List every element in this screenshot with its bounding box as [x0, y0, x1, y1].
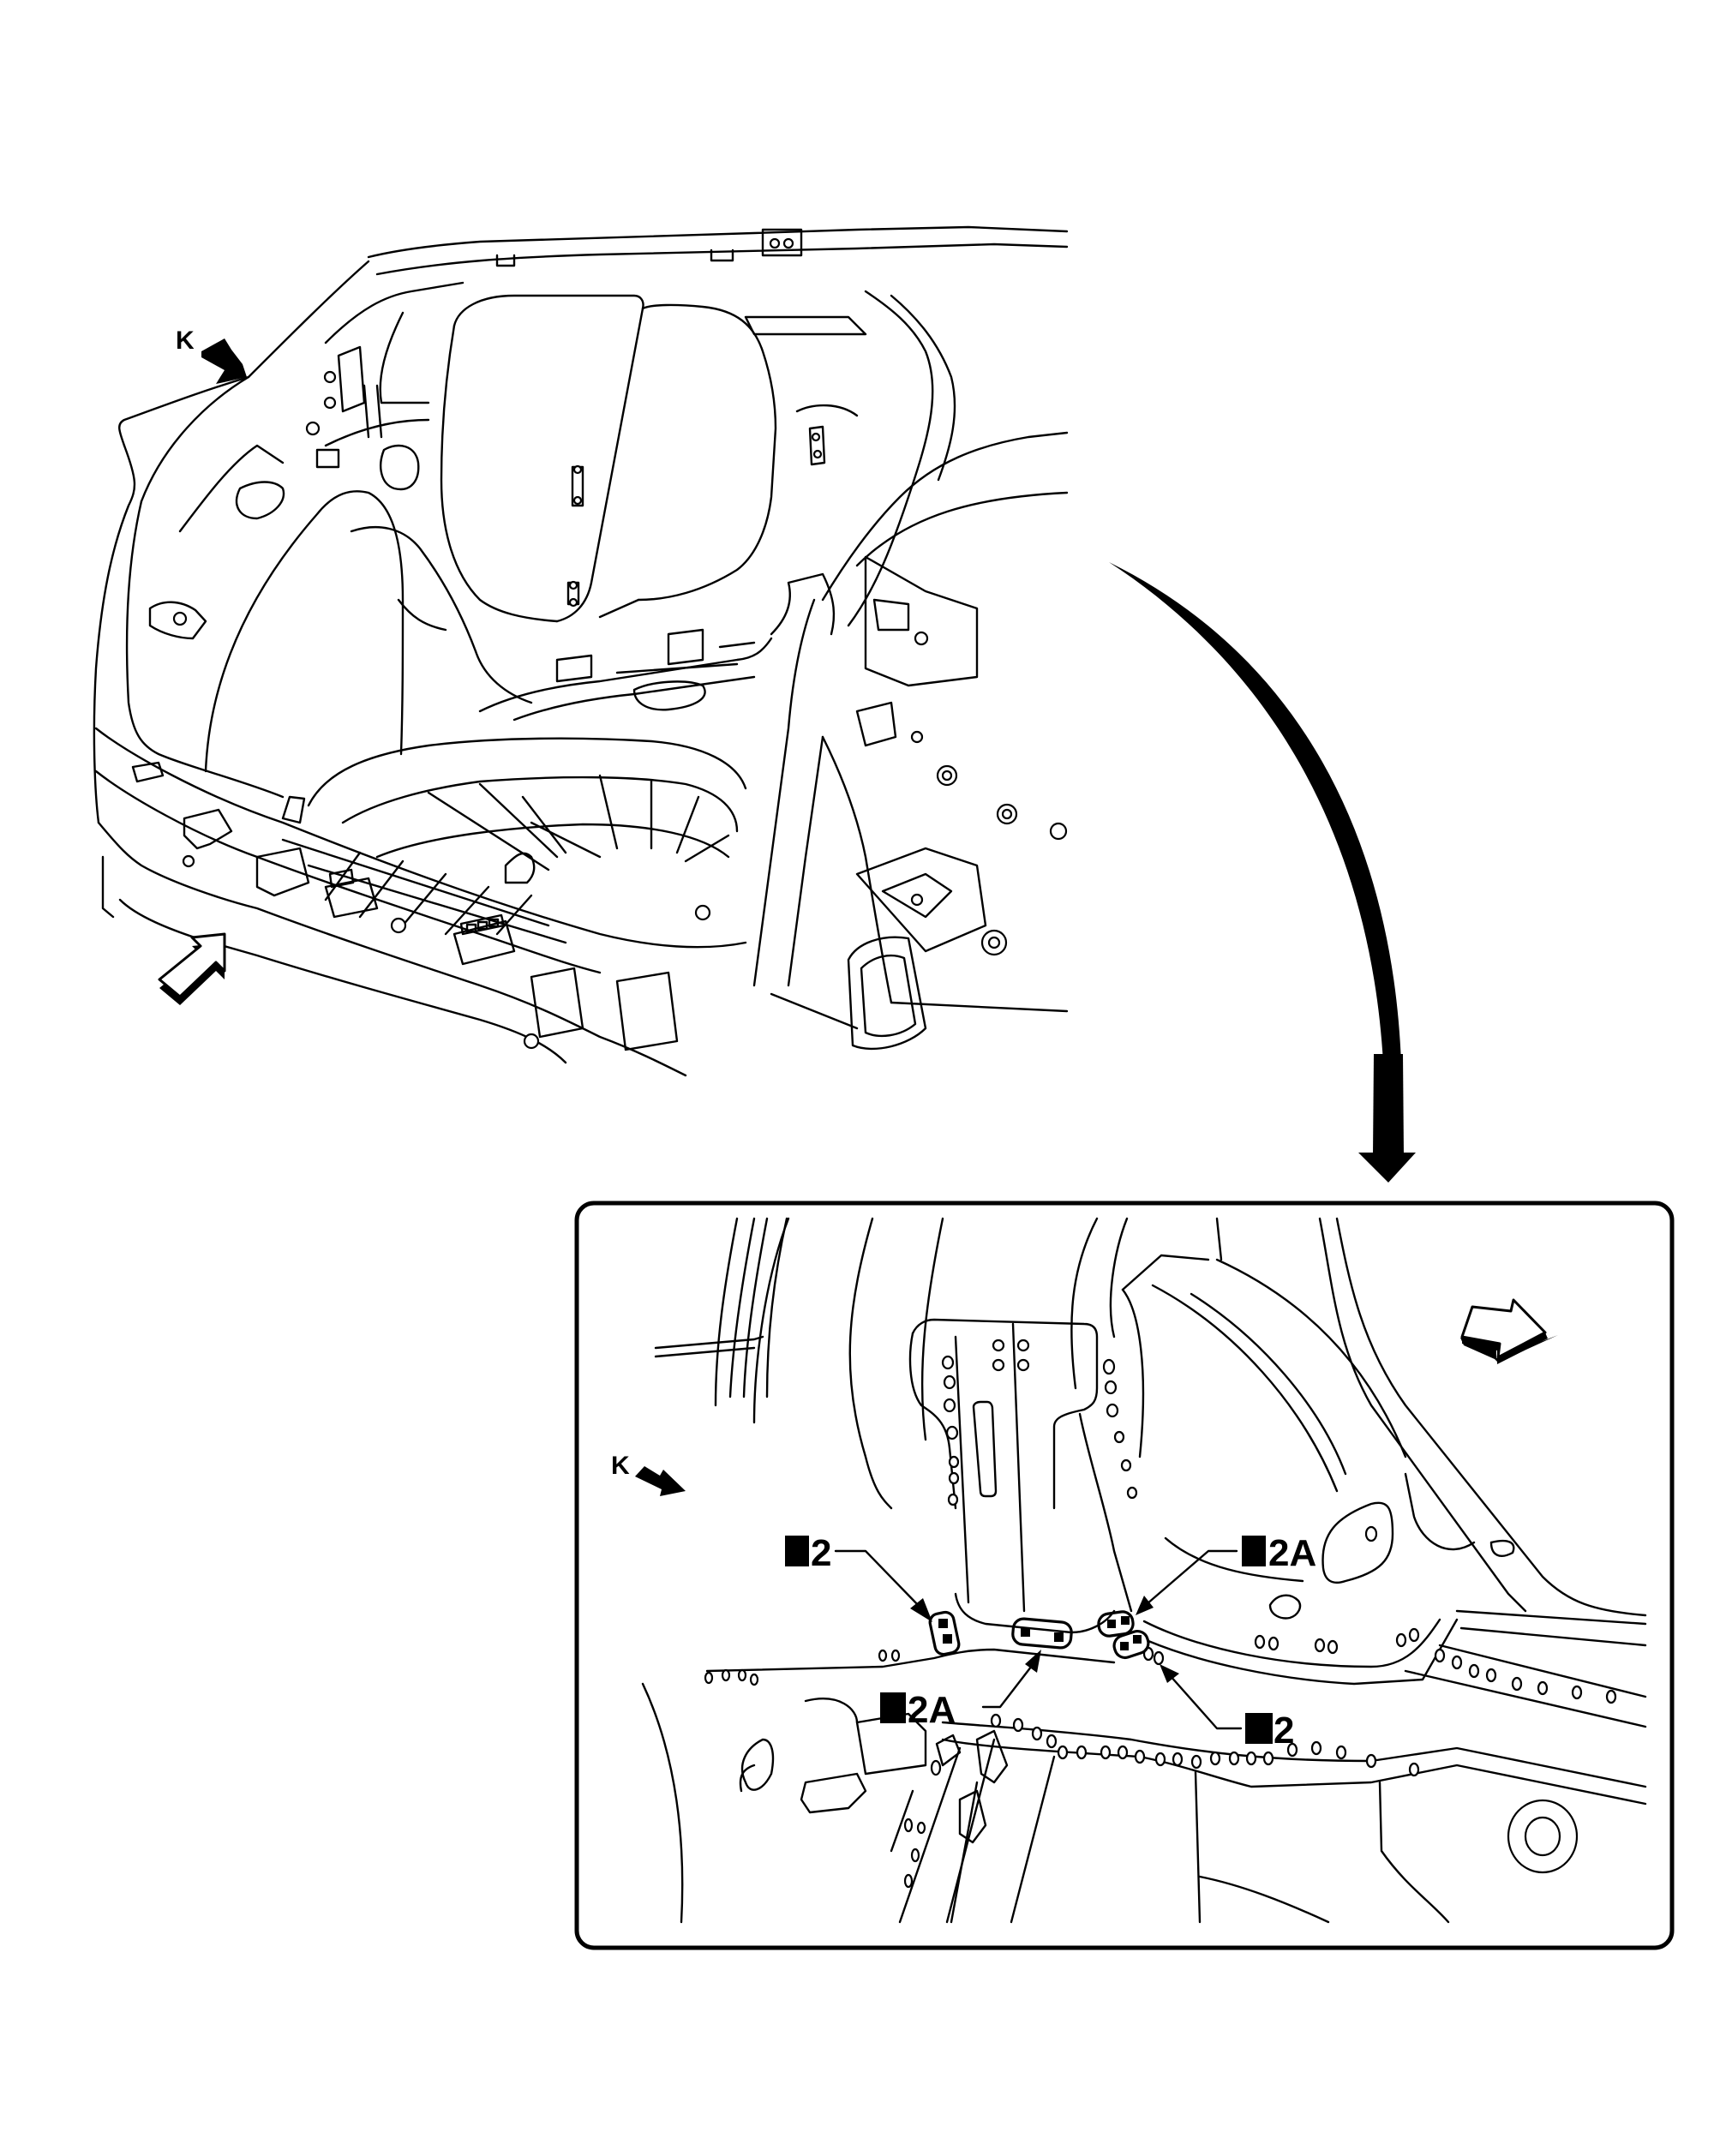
- front-direction-arrow-icon: [158, 932, 226, 1005]
- overview-view-marker: K: [176, 326, 247, 384]
- detail-inset-frame: [574, 1201, 1675, 1950]
- overview-car-body: [93, 225, 1069, 1077]
- callout-label: 2: [811, 1532, 831, 1574]
- weld-square-icon: [1242, 1536, 1266, 1566]
- weld-points: [928, 1610, 1150, 1660]
- view-k-label: K: [176, 326, 195, 355]
- detail-car-body: [641, 1217, 1647, 1924]
- callout-label: 2: [1274, 1710, 1294, 1752]
- solid-arrow-icon: [201, 338, 247, 384]
- weld-square-icon: [880, 1692, 906, 1723]
- weld-square-icon: [785, 1536, 809, 1566]
- detail-view-marker: K: [611, 1452, 686, 1496]
- curved-arrow-icon: [1109, 562, 1416, 1183]
- callout-label: 2A: [908, 1689, 956, 1731]
- callout-leaders: [834, 1549, 1243, 1730]
- callout-2-left: 2: [785, 1532, 831, 1574]
- flange-holes: [704, 1627, 1617, 1777]
- weld-square-icon: [1245, 1713, 1273, 1744]
- callout-2-right: 2: [1245, 1710, 1294, 1752]
- solid-arrow-icon: [635, 1466, 686, 1496]
- view-k-label: K: [611, 1452, 630, 1480]
- callout-2a-left: 2A: [880, 1689, 956, 1731]
- callout-label: 2A: [1268, 1532, 1316, 1574]
- callout-2a-right: 2A: [1242, 1532, 1316, 1574]
- front-direction-arrow-icon: [1460, 1298, 1558, 1364]
